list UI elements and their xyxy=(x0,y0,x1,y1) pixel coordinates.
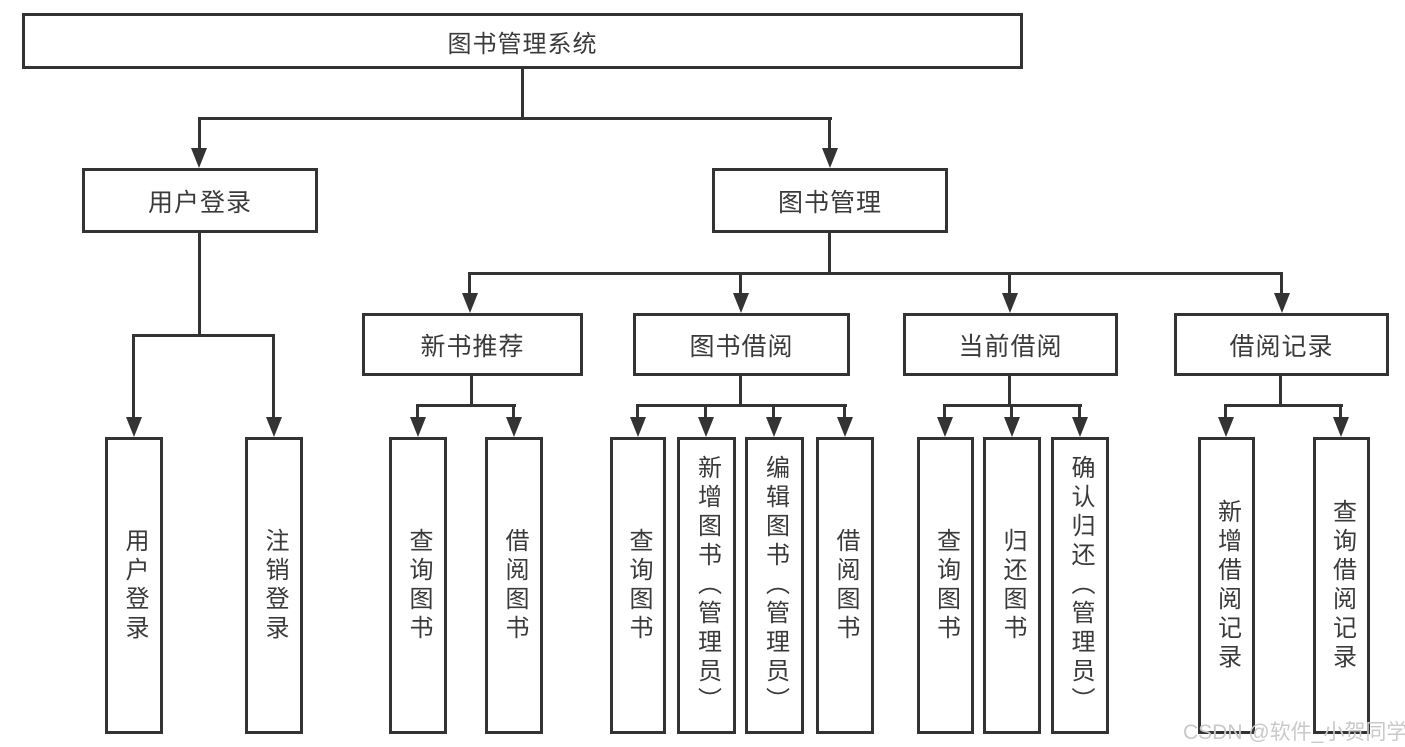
arrowhead-icon xyxy=(462,293,478,313)
node-leaf-user-login: 用户登录 xyxy=(105,437,163,734)
connector-login-stem xyxy=(198,233,201,337)
connector-records-stem xyxy=(1279,376,1282,407)
connector-root-rail xyxy=(198,117,832,120)
node-leaf-query-book-borrow-label: 查询图书 xyxy=(625,527,652,644)
node-leaf-query-book-borrow: 查询图书 xyxy=(610,437,666,734)
arrowhead-icon xyxy=(1274,293,1290,313)
connector-current-stem xyxy=(1008,376,1011,407)
connector-newrec-rail xyxy=(416,404,516,407)
node-leaf-query-book-current: 查询图书 xyxy=(917,437,974,734)
node-user-login-group-label: 用户登录 xyxy=(147,188,252,217)
node-leaf-borrow-book-newrec-label: 借阅图书 xyxy=(501,527,528,644)
connector-root-right-drop xyxy=(828,117,831,151)
connector-current-drop-2 xyxy=(1010,404,1013,421)
arrowhead-icon xyxy=(766,417,782,437)
node-current-borrow-label: 当前借阅 xyxy=(958,332,1063,361)
connector-borrow-drop-4 xyxy=(843,404,846,421)
connector-records-drop-2 xyxy=(1339,404,1342,421)
node-new-book-rec: 新书推荐 xyxy=(362,313,583,376)
connector-newrec-drop-1 xyxy=(416,404,419,421)
connector-borrow-drop-3 xyxy=(772,404,775,421)
node-leaf-borrow-book-borrow: 借阅图书 xyxy=(816,437,874,734)
node-leaf-query-book-newrec: 查询图书 xyxy=(389,437,447,734)
node-leaf-query-book-current-label: 查询图书 xyxy=(932,527,960,644)
arrowhead-icon xyxy=(733,293,749,313)
connector-records-drop-1 xyxy=(1224,404,1227,421)
connector-login-rail xyxy=(132,334,275,337)
node-current-borrow: 当前借阅 xyxy=(903,313,1118,376)
node-root: 图书管理系统 xyxy=(22,13,1023,69)
arrowhead-icon xyxy=(837,417,853,437)
connector-mgmt-drop-1 xyxy=(468,272,471,296)
node-leaf-confirm-return: 确认归还（管理员） xyxy=(1051,437,1109,734)
node-leaf-user-login-label: 用户登录 xyxy=(121,527,148,644)
node-leaf-add-book: 新增图书（管理员） xyxy=(677,437,736,734)
node-leaf-borrow-book-newrec: 借阅图书 xyxy=(485,437,543,734)
connector-mgmt-drop-4 xyxy=(1280,272,1283,296)
connector-root-stem xyxy=(521,69,524,119)
arrowhead-icon xyxy=(630,417,646,437)
arrowhead-icon xyxy=(1072,417,1088,437)
csdn-watermark: CSDN @软件_小贺同学 xyxy=(1183,721,1405,744)
node-book-borrow: 图书借阅 xyxy=(633,313,850,376)
connector-newrec-drop-2 xyxy=(512,404,515,421)
connector-current-drop-1 xyxy=(943,404,946,421)
connector-login-drop-2 xyxy=(272,334,275,420)
node-leaf-logout: 注销登录 xyxy=(245,437,303,734)
node-leaf-confirm-return-label: 确认归还（管理员） xyxy=(1067,455,1094,716)
connector-mgmt-stem xyxy=(828,233,831,275)
connector-mgmt-drop-3 xyxy=(1008,272,1011,296)
node-leaf-edit-book: 编辑图书（管理员） xyxy=(745,437,804,734)
node-new-book-rec-label: 新书推荐 xyxy=(420,332,525,361)
connector-borrow-drop-2 xyxy=(704,404,707,421)
connector-borrow-stem xyxy=(739,376,742,407)
arrowhead-icon xyxy=(1002,293,1018,313)
connector-mgmt-rail xyxy=(468,272,1283,275)
node-leaf-logout-label: 注销登录 xyxy=(261,527,288,644)
node-book-borrow-label: 图书借阅 xyxy=(689,332,794,361)
node-leaf-query-record-label: 查询借阅记录 xyxy=(1328,498,1356,673)
arrowhead-icon xyxy=(1333,417,1349,437)
node-book-mgmt-group-label: 图书管理 xyxy=(777,188,882,217)
node-leaf-return-book-label: 归还图书 xyxy=(999,527,1026,644)
node-borrow-records: 借阅记录 xyxy=(1174,313,1389,376)
node-borrow-records-label: 借阅记录 xyxy=(1229,332,1334,361)
node-leaf-query-record: 查询借阅记录 xyxy=(1313,437,1370,734)
node-leaf-borrow-book-borrow-label: 借阅图书 xyxy=(832,527,859,644)
node-leaf-query-book-newrec-label: 查询图书 xyxy=(405,527,432,644)
arrowhead-icon xyxy=(1004,417,1020,437)
node-leaf-add-record: 新增借阅记录 xyxy=(1198,437,1255,734)
connector-mgmt-drop-2 xyxy=(739,272,742,296)
node-leaf-return-book: 归还图书 xyxy=(983,437,1041,734)
arrowhead-icon xyxy=(191,148,207,168)
connector-newrec-stem xyxy=(470,376,473,407)
node-leaf-add-book-label: 新增图书（管理员） xyxy=(693,455,721,716)
connector-root-left-drop xyxy=(198,117,201,151)
arrowhead-icon xyxy=(410,417,426,437)
arrowhead-icon xyxy=(822,148,838,168)
connector-borrow-drop-1 xyxy=(636,404,639,421)
connector-records-rail xyxy=(1224,404,1343,407)
arrowhead-icon xyxy=(126,417,142,437)
node-leaf-add-record-label: 新增借阅记录 xyxy=(1213,498,1241,673)
arrowhead-icon xyxy=(937,417,953,437)
arrowhead-icon xyxy=(1218,417,1234,437)
arrowhead-icon xyxy=(266,417,282,437)
node-book-mgmt-group: 图书管理 xyxy=(712,168,948,233)
node-user-login-group: 用户登录 xyxy=(82,168,318,233)
arrowhead-icon xyxy=(506,417,522,437)
connector-borrow-rail xyxy=(636,404,847,407)
connector-login-drop-1 xyxy=(132,334,135,420)
connector-current-drop-3 xyxy=(1078,404,1081,421)
node-leaf-edit-book-label: 编辑图书（管理员） xyxy=(761,455,789,716)
arrowhead-icon xyxy=(698,417,714,437)
node-root-label: 图书管理系统 xyxy=(447,30,598,58)
